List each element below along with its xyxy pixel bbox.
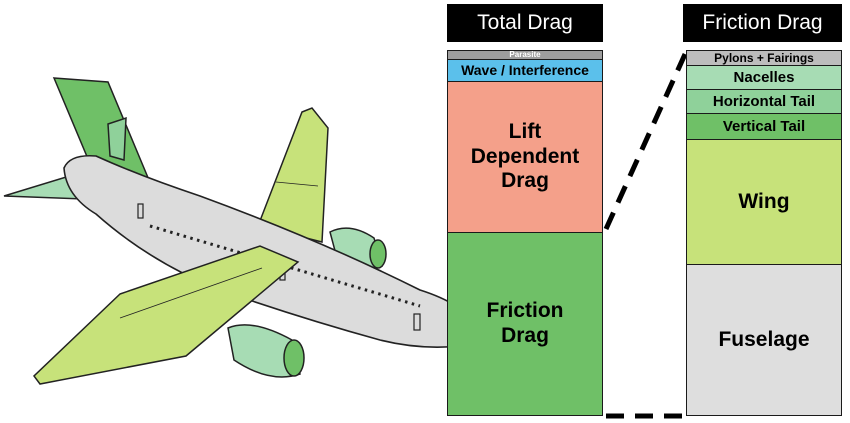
- segment-vertical-tail: Vertical Tail: [686, 113, 842, 140]
- segment-friction-drag: Friction Drag: [447, 232, 603, 416]
- friction-drag-column: Pylons + Fairings Nacelles Horizontal Ta…: [686, 50, 842, 416]
- segment-wave-interference: Wave / Interference: [447, 59, 603, 82]
- far-horizontal-tail: [107, 116, 127, 161]
- segment-horizontal-tail-label: Horizontal Tail: [712, 92, 816, 110]
- segment-vertical-tail-label: Vertical Tail: [722, 117, 806, 135]
- segment-lift-dependent-drag-label: Lift Dependent Drag: [470, 119, 580, 193]
- total-drag-title: Total Drag: [447, 4, 603, 42]
- segment-lift-dependent-drag: Lift Dependent Drag: [447, 81, 603, 233]
- near-wing: [33, 245, 300, 385]
- segment-parasite-label: Parasite: [509, 50, 541, 60]
- segment-nacelles: Nacelles: [686, 65, 842, 90]
- segment-wing-label: Wing: [738, 189, 790, 213]
- segment-horizontal-tail: Horizontal Tail: [686, 89, 842, 114]
- segment-wing: Wing: [686, 139, 842, 265]
- segment-nacelles-label: Nacelles: [733, 68, 795, 86]
- segment-friction-drag-label: Friction Drag: [486, 299, 564, 347]
- segment-fuselage: Fuselage: [686, 264, 842, 416]
- total-drag-column: Parasite Wave / Interference Lift Depend…: [447, 50, 603, 416]
- segment-wave-interference-label: Wave / Interference: [461, 62, 589, 79]
- segment-fuselage-label: Fuselage: [718, 327, 810, 351]
- segment-pylons-fairings-label: Pylons + Fairings: [714, 50, 814, 65]
- segment-pylons-fairings: Pylons + Fairings: [686, 50, 842, 66]
- near-engine: [227, 324, 301, 378]
- friction-drag-title: Friction Drag: [683, 4, 842, 42]
- connector-top: [603, 50, 689, 231]
